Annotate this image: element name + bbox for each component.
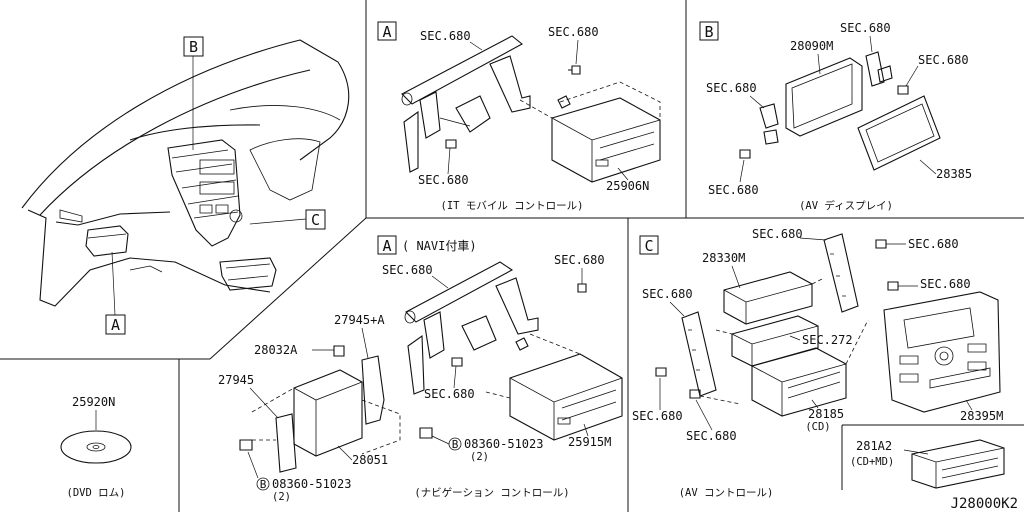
label-sec-680-n3: SEC.680 — [424, 387, 475, 401]
label-sec-680-b3: SEC.680 — [706, 81, 757, 95]
dvd-panel: 25920N (DVD ロム) — [60, 395, 132, 499]
panel-a-navi-box: A — [382, 237, 391, 255]
caption-av-display: (AV ディスプレイ) — [799, 199, 893, 212]
callout-box-b — [183, 36, 204, 57]
callout-c: C — [311, 211, 320, 229]
drawing-number: J28000K2 — [951, 496, 1018, 512]
label-sec-680-3: SEC.680 — [418, 173, 469, 187]
label-281a2: 281A2 — [856, 439, 892, 453]
panel-b-av-display: B 28090M SEC.680 SEC.680 SEC.680 SEC.680… — [699, 21, 972, 212]
label-28185: 28185 — [808, 407, 844, 421]
inset-cd-md: 281A2 (CD+MD) — [850, 439, 1005, 489]
navi-title: ( NAVI付車) — [402, 239, 477, 253]
panel-c-box: C — [644, 237, 653, 255]
caption-it-mobile: (IT モバイル コントロール) — [441, 200, 584, 212]
panel-a-box: A — [382, 23, 391, 41]
label-sec-680-c3: SEC.680 — [920, 277, 971, 291]
callout-a: A — [111, 316, 120, 334]
label-27945-a: 27945+A — [334, 313, 385, 327]
label-08360-51023-1: 08360-51023 — [464, 437, 543, 451]
label-sec-272: SEC.272 — [802, 333, 853, 347]
label-28032a: 28032A — [254, 343, 298, 357]
qty-1: (2) — [470, 451, 489, 463]
dashboard-overview: B C A — [21, 36, 350, 335]
label-28090m: 28090M — [790, 39, 833, 53]
panel-a-navi: A ( NAVI付車) SEC.680 SEC.680 27945+A — [218, 235, 623, 503]
panel-b-box: B — [704, 23, 713, 41]
bolt-marker-b-2 — [256, 477, 270, 491]
label-08360-51023-2: 08360-51023 — [272, 477, 351, 491]
label-28330m: 28330M — [702, 251, 745, 265]
label-sec-680-b2: SEC.680 — [918, 53, 969, 67]
label-sec-680-2: SEC.680 — [548, 25, 599, 39]
dvd-disc — [60, 430, 132, 464]
label-sec-680-c1: SEC.680 — [752, 227, 803, 241]
label-sec-680-c6: SEC.680 — [686, 429, 737, 443]
svg-text:B: B — [452, 438, 459, 451]
label-28385: 28385 — [936, 167, 972, 181]
label-sec-680-n1: SEC.680 — [382, 263, 433, 277]
callout-box-a — [105, 314, 126, 335]
label-sec-680-c2: SEC.680 — [908, 237, 959, 251]
label-25906n: 25906N — [606, 179, 649, 193]
callout-box-c — [305, 209, 326, 230]
label-28395m: 28395M — [960, 409, 1003, 423]
label-25920n: 25920N — [72, 395, 115, 409]
qty-2: (2) — [272, 491, 291, 503]
label-27945: 27945 — [218, 373, 254, 387]
label-25915m: 25915M — [568, 435, 611, 449]
label-28051: 28051 — [352, 453, 388, 467]
label-cd: (CD) — [805, 421, 830, 433]
caption-av-control: (AV コントロール) — [679, 487, 774, 499]
callout-b: B — [189, 38, 198, 56]
label-sec-680-b4: SEC.680 — [708, 183, 759, 197]
label-sec-680-b1: SEC.680 — [840, 21, 891, 35]
label-sec-680-c5: SEC.680 — [632, 409, 683, 423]
caption-dvd: (DVD ロム) — [67, 487, 126, 499]
label-cd-md: (CD+MD) — [850, 456, 894, 468]
panel-c-av-control: C SEC.680 SEC.680 28330M SEC.680 — [632, 227, 1003, 499]
svg-text:B: B — [260, 478, 267, 491]
label-sec-680-n2: SEC.680 — [554, 253, 605, 267]
label-sec-680-c4: SEC.680 — [642, 287, 693, 301]
panel-a-it-mobile: A SEC.680 SEC.680 SEC.680 25906N (IT モバイ… — [377, 21, 661, 212]
caption-navi-control: (ナビゲーション コントロール) — [414, 487, 569, 499]
label-sec-680-1: SEC.680 — [420, 29, 471, 43]
